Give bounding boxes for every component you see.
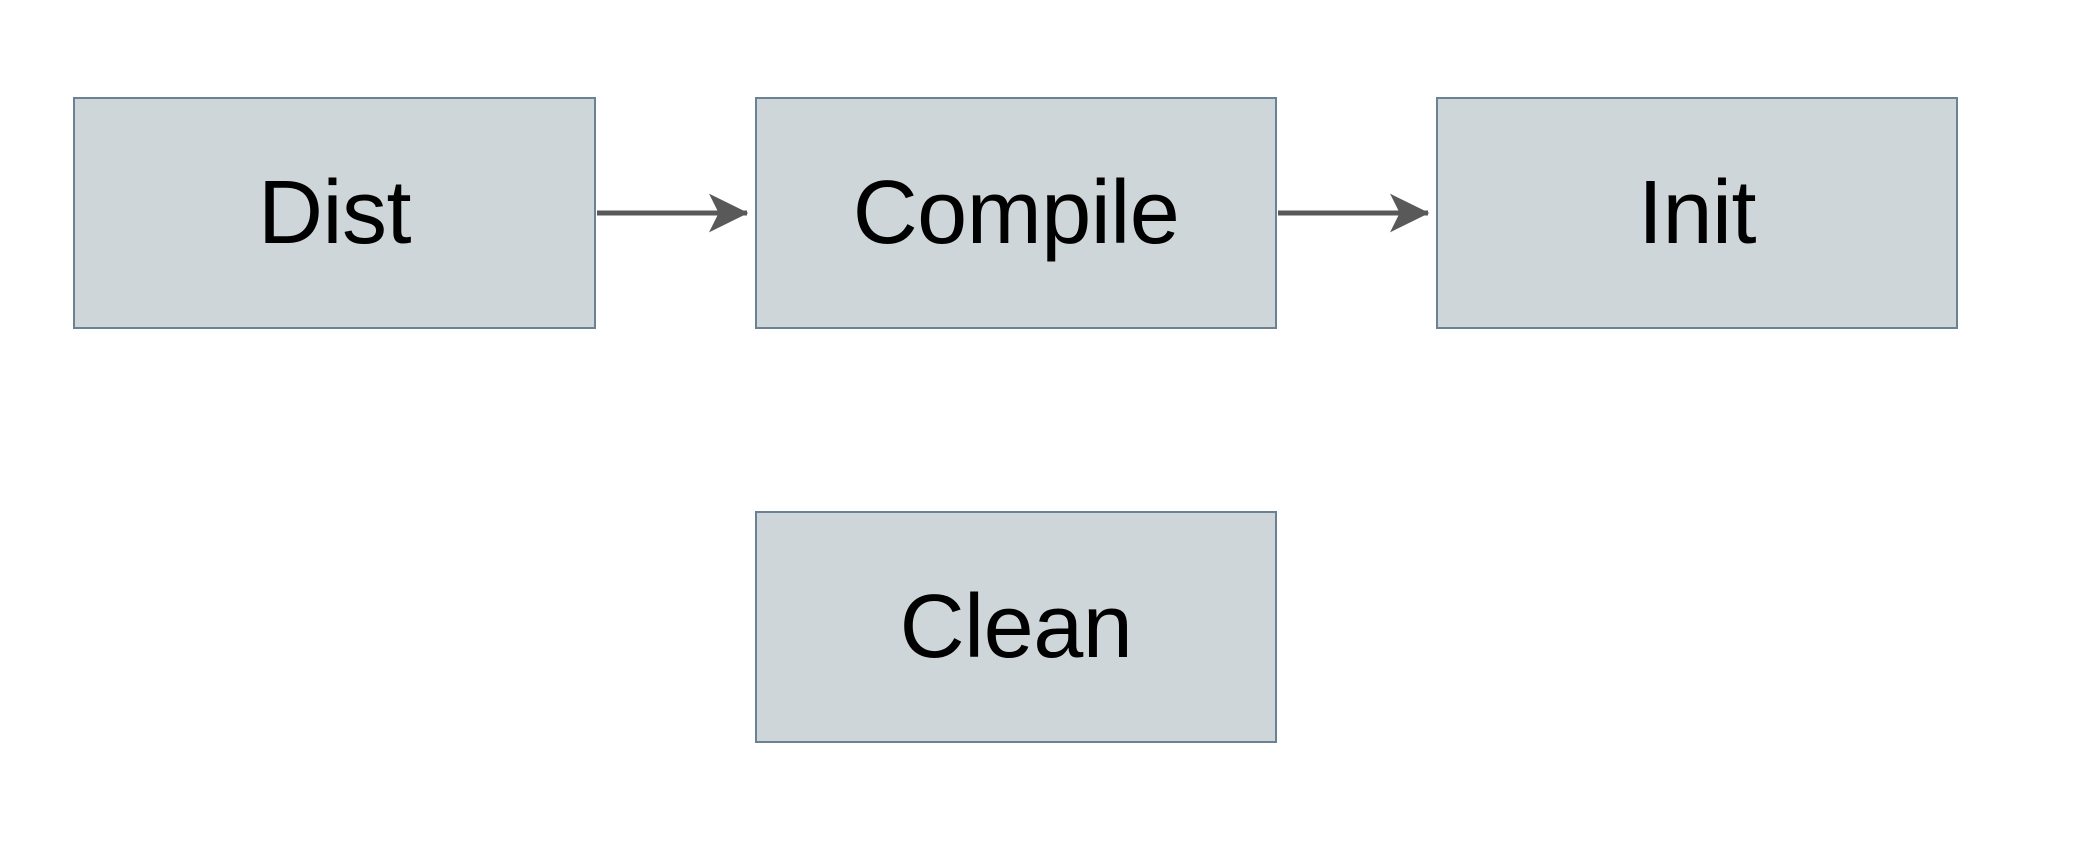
node-compile[interactable]: Compile xyxy=(755,97,1277,329)
node-dist[interactable]: Dist xyxy=(73,97,596,329)
node-compile-label: Compile xyxy=(852,163,1180,263)
node-clean-label: Clean xyxy=(899,577,1133,677)
node-dist-label: Dist xyxy=(258,163,412,263)
node-init-label: Init xyxy=(1637,163,1757,263)
node-clean[interactable]: Clean xyxy=(755,511,1277,743)
node-init[interactable]: Init xyxy=(1436,97,1958,329)
